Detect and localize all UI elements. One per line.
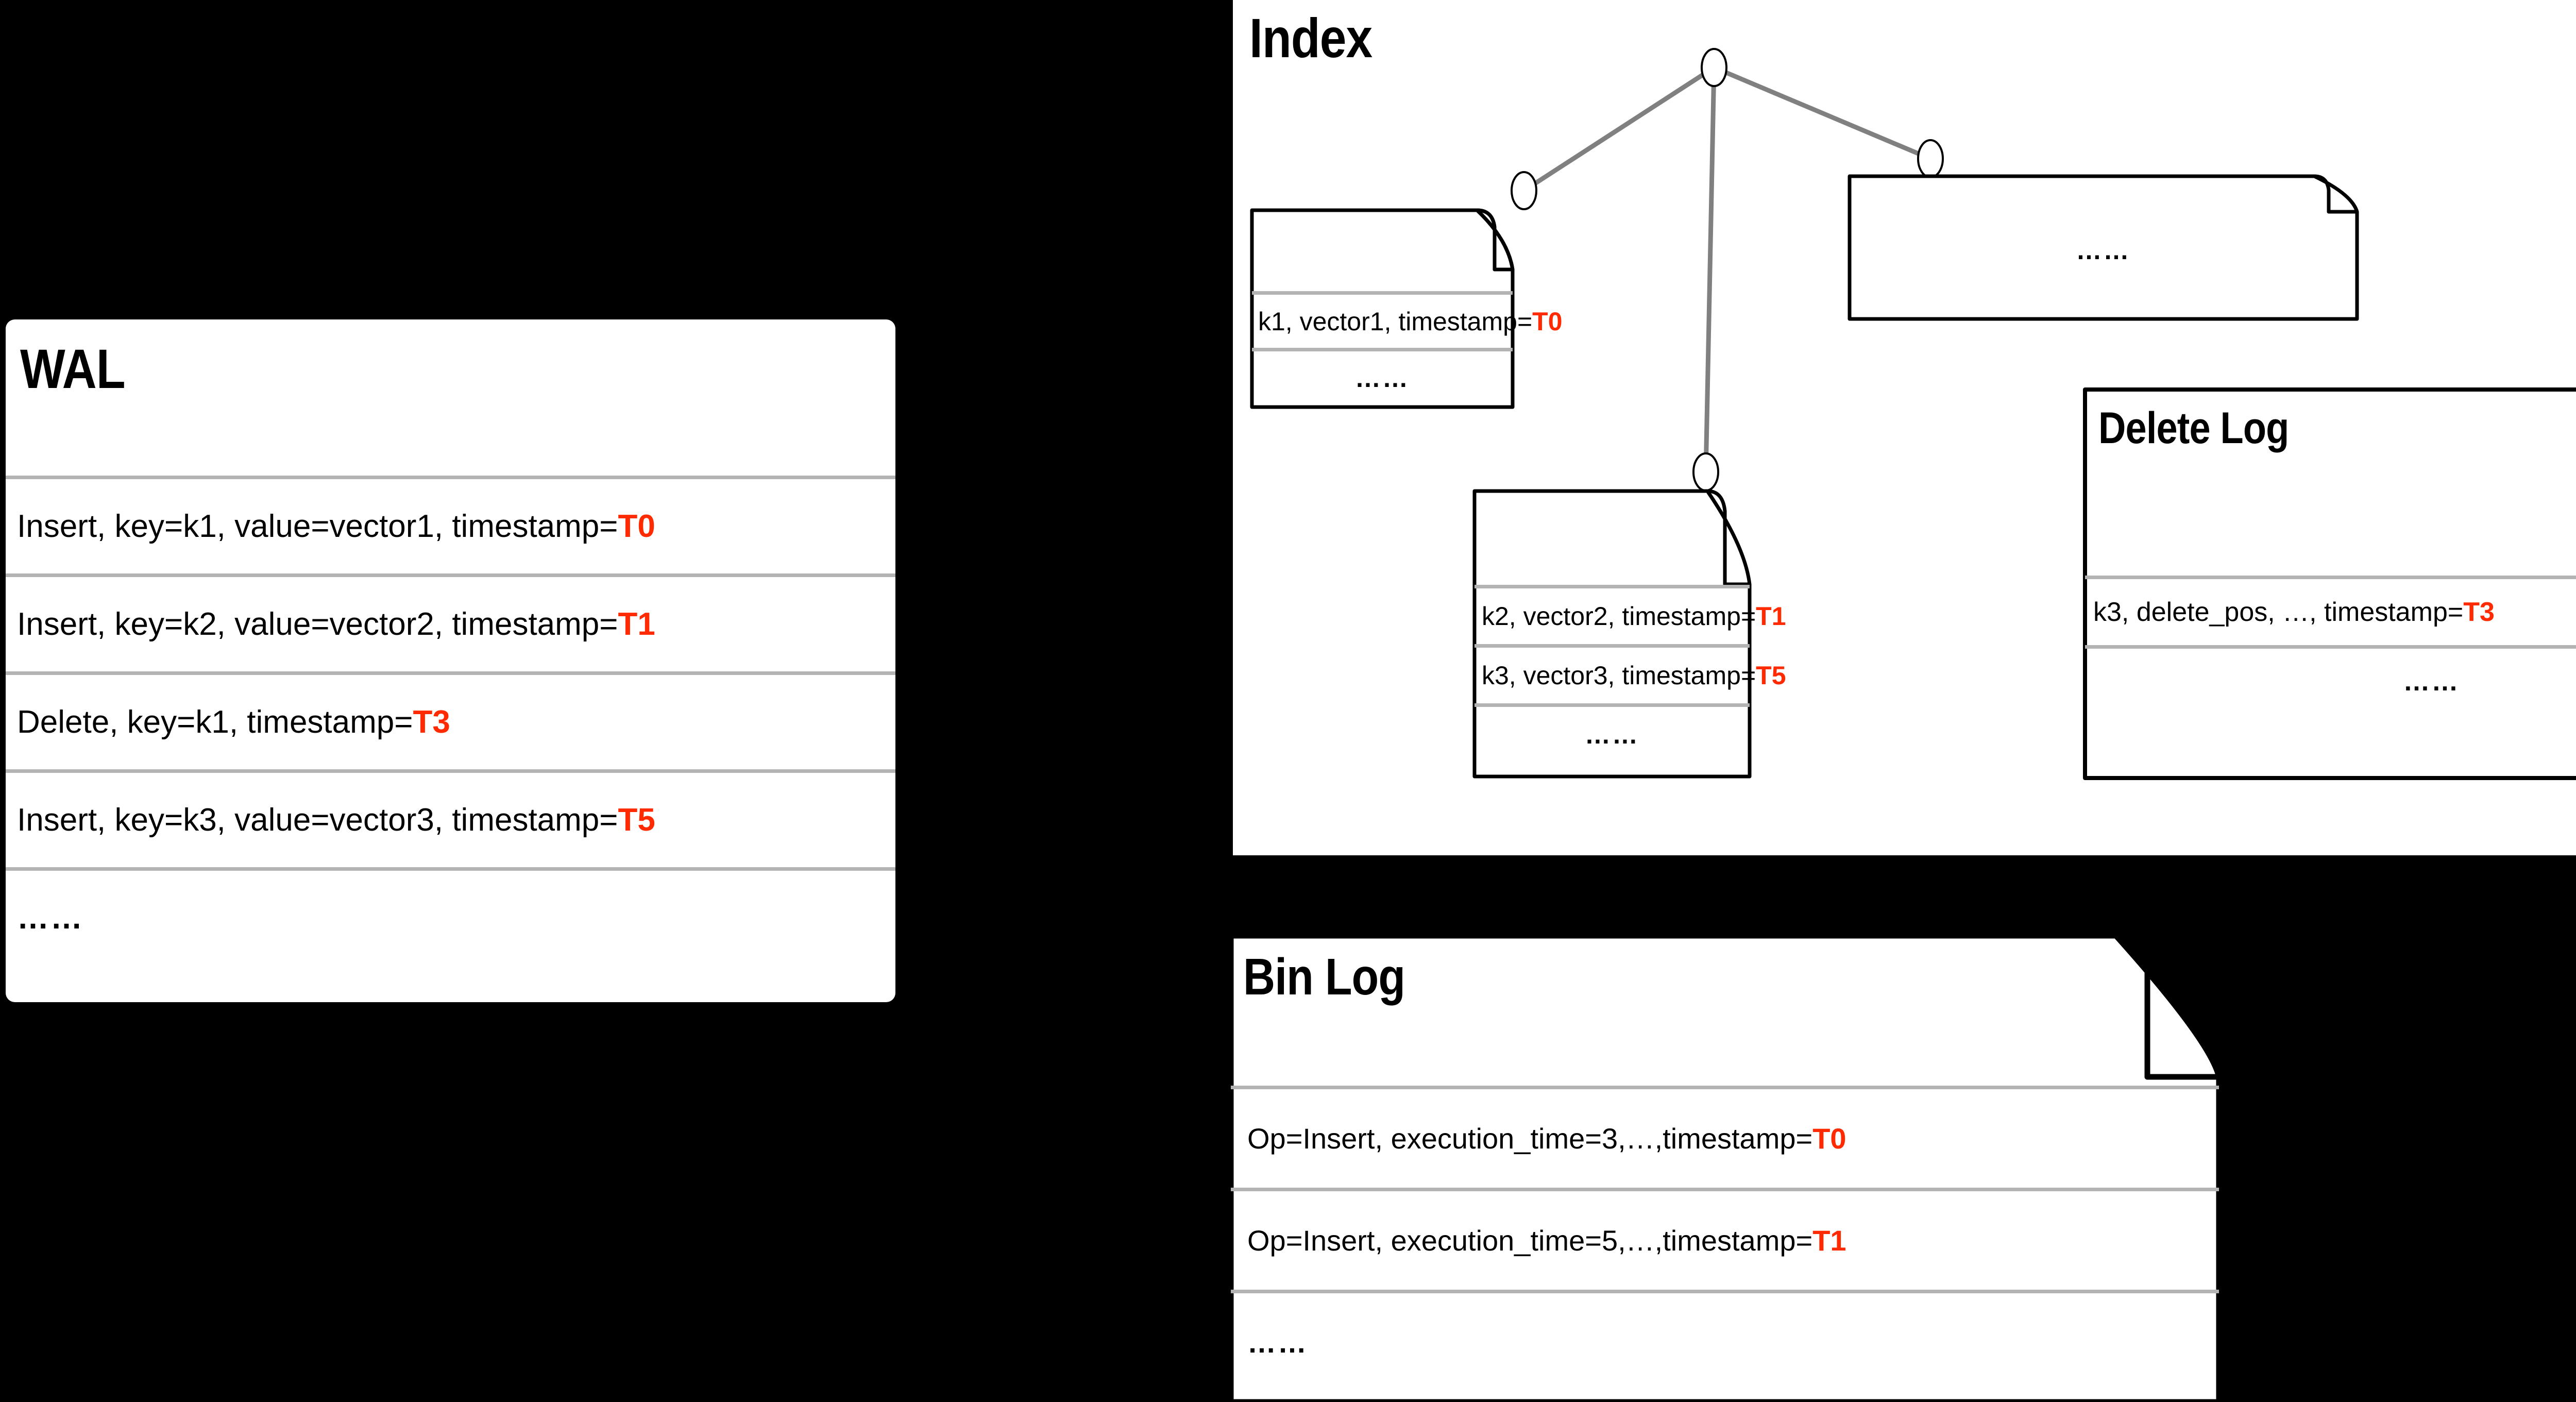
index-segment-k1: k1, vector1, timestamp=T0 …… [1250,208,1563,409]
segment-row-timestamp: T1 [1756,602,1786,631]
segment-row: k1, vector1, timestamp=T0 [1252,291,1563,348]
bin-log-panel: Bin Log Op=Insert, execution_time=3,…,ti… [1228,933,2222,1402]
wal-row-list: Insert, key=k1, value=vector1, timestamp… [6,476,895,965]
segment-row-timestamp: T5 [1756,661,1786,690]
bin-log-row: Op=Insert, execution_time=3,…,timestamp=… [1231,1086,2219,1188]
wal-row-text: Insert, key=k1, value=vector1, timestamp… [17,509,618,544]
tree-node-right-child [1917,139,1944,178]
wal-row-text: Delete, key=k1, timestamp= [17,704,413,740]
tree-edge-root-left [1522,65,1716,193]
index-title: Index [1249,7,1372,69]
index-segment-k2k3: k2, vector2, timestamp=T1 k3, vector3, t… [1472,489,1786,779]
bin-log-row: Op=Insert, execution_time=5,…,timestamp=… [1231,1188,2219,1290]
segment-row: k3, vector3, timestamp=T5 [1475,644,1786,703]
delete-log-row: k3, delete_pos, …, timestamp=T3 [2085,576,2576,645]
bin-log-row-timestamp: T1 [1812,1224,1846,1257]
segment-row-text: …… [1355,363,1410,393]
delete-log-row-list: k3, delete_pos, …, timestamp=T3 …… [2085,576,2576,715]
wal-row-timestamp: T3 [413,704,450,740]
segment-row-ellipsis: …… [1252,348,1513,404]
tree-node-bottom-child [1692,452,1719,492]
segment-row-text: k2, vector2, timestamp= [1482,602,1756,631]
segment-k1-shape [1250,208,1515,409]
bin-log-row-text: Op=Insert, execution_time=5,…,timestamp= [1247,1224,1813,1257]
delete-log-title: Delete Log [2098,403,2289,453]
delete-log-shape [2083,387,2576,780]
index-segment-ellipsis: …… [1848,174,2359,321]
tree-edge-root-right [1713,65,1931,161]
wal-row-timestamp: T0 [618,509,655,544]
segment-row-ellipsis: …… [1475,703,1750,763]
bin-log-row-text: Op=Insert, execution_time=3,…,timestamp= [1247,1122,1813,1155]
bin-log-row-text: …… [1247,1326,1308,1359]
wal-row-text: Insert, key=k2, value=vector2, timestamp… [17,606,618,642]
tree-node-root [1701,48,1727,87]
delete-log-row-timestamp: T3 [2463,597,2495,627]
bin-log-row-timestamp: T0 [1812,1122,1846,1155]
wal-row-ellipsis: …… [6,867,895,965]
bin-log-row-ellipsis: …… [1231,1290,2219,1392]
delete-log-row-text: k3, delete_pos, …, timestamp= [2093,597,2464,627]
index-panel: Index k1, vector1, timestamp=T0 [1233,0,2576,855]
tree-node-left-child [1511,171,1537,210]
segment-row-timestamp: T0 [1532,307,1563,336]
tree-edge-root-bottom [1703,67,1717,472]
segment-k2k3-row-list: k2, vector2, timestamp=T1 k3, vector3, t… [1475,585,1786,763]
segment-row-text: k3, vector3, timestamp= [1482,661,1756,690]
delete-log-row-ellipsis: …… [2085,645,2576,715]
wal-row: Insert, key=k3, value=vector3, timestamp… [6,769,895,867]
wal-row-text: …… [17,900,84,936]
delete-log-card: Delete Log k3, delete_pos, …, timestamp=… [2083,387,2576,780]
wal-row-timestamp: T1 [618,606,655,642]
bin-log-row-list: Op=Insert, execution_time=3,…,timestamp=… [1231,1086,2219,1392]
segment-ellipsis-text: …… [2076,236,2131,265]
wal-title: WAL [20,337,126,400]
segment-ellipsis-shape [1848,174,2359,321]
wal-row: Delete, key=k1, timestamp=T3 [6,671,895,769]
segment-row-text: …… [1585,720,1639,749]
wal-panel: WAL Insert, key=k1, value=vector1, times… [6,319,895,1002]
bin-log-title: Bin Log [1243,948,1405,1006]
segment-k1-row-list: k1, vector1, timestamp=T0 …… [1252,291,1563,404]
wal-row: Insert, key=k1, value=vector1, timestamp… [6,476,895,573]
delete-log-row-text: …… [2403,667,2460,697]
wal-row-timestamp: T5 [618,802,655,838]
segment-row: k2, vector2, timestamp=T1 [1475,585,1786,644]
wal-row: Insert, key=k2, value=vector2, timestamp… [6,573,895,671]
wal-row-text: Insert, key=k3, value=vector3, timestamp… [17,802,618,838]
segment-row-text: k1, vector1, timestamp= [1258,307,1533,336]
bin-log-shape [1228,933,2222,1402]
